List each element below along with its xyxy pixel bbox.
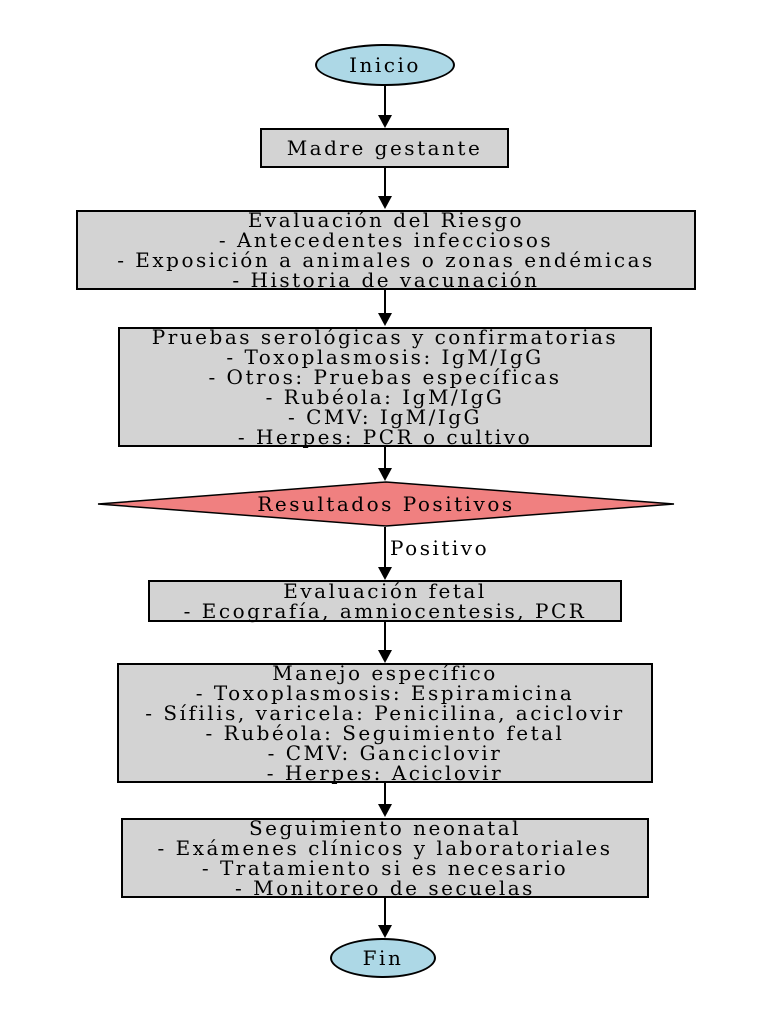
flow-arrow-line <box>384 783 386 804</box>
node-line: - Rubéola: Seguimiento fetal <box>205 721 565 745</box>
flow-arrowhead-icon <box>378 650 392 663</box>
node-line: Madre gestante <box>286 136 483 160</box>
node-line: Evaluación fetal <box>283 579 487 603</box>
flow-arrowhead-icon <box>378 567 392 580</box>
diamond-shape <box>97 481 675 527</box>
node-line: - Herpes: Aciclovir <box>266 761 504 785</box>
node-line: Pruebas serológicas y confirmatorias <box>151 325 619 349</box>
flow-arrow-line <box>384 447 386 468</box>
process-evaluacion-riesgo: Evaluación del Riesgo - Antecedentes inf… <box>76 210 696 290</box>
node-line: - CMV: Ganciclovir <box>267 741 503 765</box>
node-line: - Ecografía, amniocentesis, PCR <box>183 599 587 623</box>
node-line: Manejo específico <box>272 661 498 685</box>
flow-arrowhead-icon <box>378 804 392 817</box>
flow-arrowhead-icon <box>378 925 392 938</box>
node-line: - Toxoplasmosis: Espiramicina <box>195 681 575 705</box>
flow-arrowhead-icon <box>378 115 392 128</box>
flow-arrow-line <box>384 168 386 196</box>
node-line: - Sífilis, varicela: Penicilina, aciclov… <box>145 701 625 725</box>
node-line: - Exposición a animales o zonas endémica… <box>117 248 655 272</box>
node-line: - CMV: IgM/IgG <box>287 405 483 429</box>
start-node-inicio: Inicio <box>315 44 455 86</box>
process-manejo-especifico: Manejo específico - Toxoplasmosis: Espir… <box>117 663 653 783</box>
flow-arrow-line <box>384 527 386 567</box>
node-line: - Otros: Pruebas específicas <box>208 365 562 389</box>
node-line: - Tratamiento si es necesario <box>201 856 569 880</box>
node-line: - Toxoplasmosis: IgM/IgG <box>226 345 544 369</box>
process-evaluacion-fetal: Evaluación fetal - Ecografía, amniocente… <box>148 580 622 622</box>
end-node-fin: Fin <box>330 938 436 978</box>
flow-arrow-line <box>384 622 386 650</box>
node-line: - Herpes: PCR o cultivo <box>237 425 533 449</box>
flow-arrowhead-icon <box>378 468 392 481</box>
process-pruebas-serologicas: Pruebas serológicas y confirmatorias - T… <box>118 327 652 447</box>
flow-arrow-line <box>384 290 386 313</box>
end-node-label: Fin <box>362 946 404 970</box>
edge-label-positivo: Positivo <box>390 536 490 560</box>
process-seguimiento-neonatal: Seguimiento neonatal - Exámenes clínicos… <box>121 818 649 898</box>
flow-arrowhead-icon <box>378 196 392 209</box>
node-line: Seguimiento neonatal <box>248 816 522 840</box>
node-line: - Rubéola: IgM/IgG <box>265 385 505 409</box>
decision-resultados-positivos: Resultados Positivos <box>97 481 675 527</box>
flow-arrowhead-icon <box>378 313 392 326</box>
start-node-label: Inicio <box>349 53 421 77</box>
decision-label: Resultados Positivos <box>257 492 515 516</box>
node-line: - Historia de vacunación <box>232 268 540 292</box>
process-madre-gestante: Madre gestante <box>260 128 509 168</box>
node-line: - Antecedentes infecciosos <box>218 228 554 252</box>
flow-arrow-line <box>384 86 386 115</box>
node-line: - Exámenes clínicos y laboratoriales <box>157 836 613 860</box>
flow-arrow-line <box>384 898 386 925</box>
node-line: Evaluación del Riesgo <box>247 208 525 232</box>
node-line: - Monitoreo de secuelas <box>235 876 535 900</box>
